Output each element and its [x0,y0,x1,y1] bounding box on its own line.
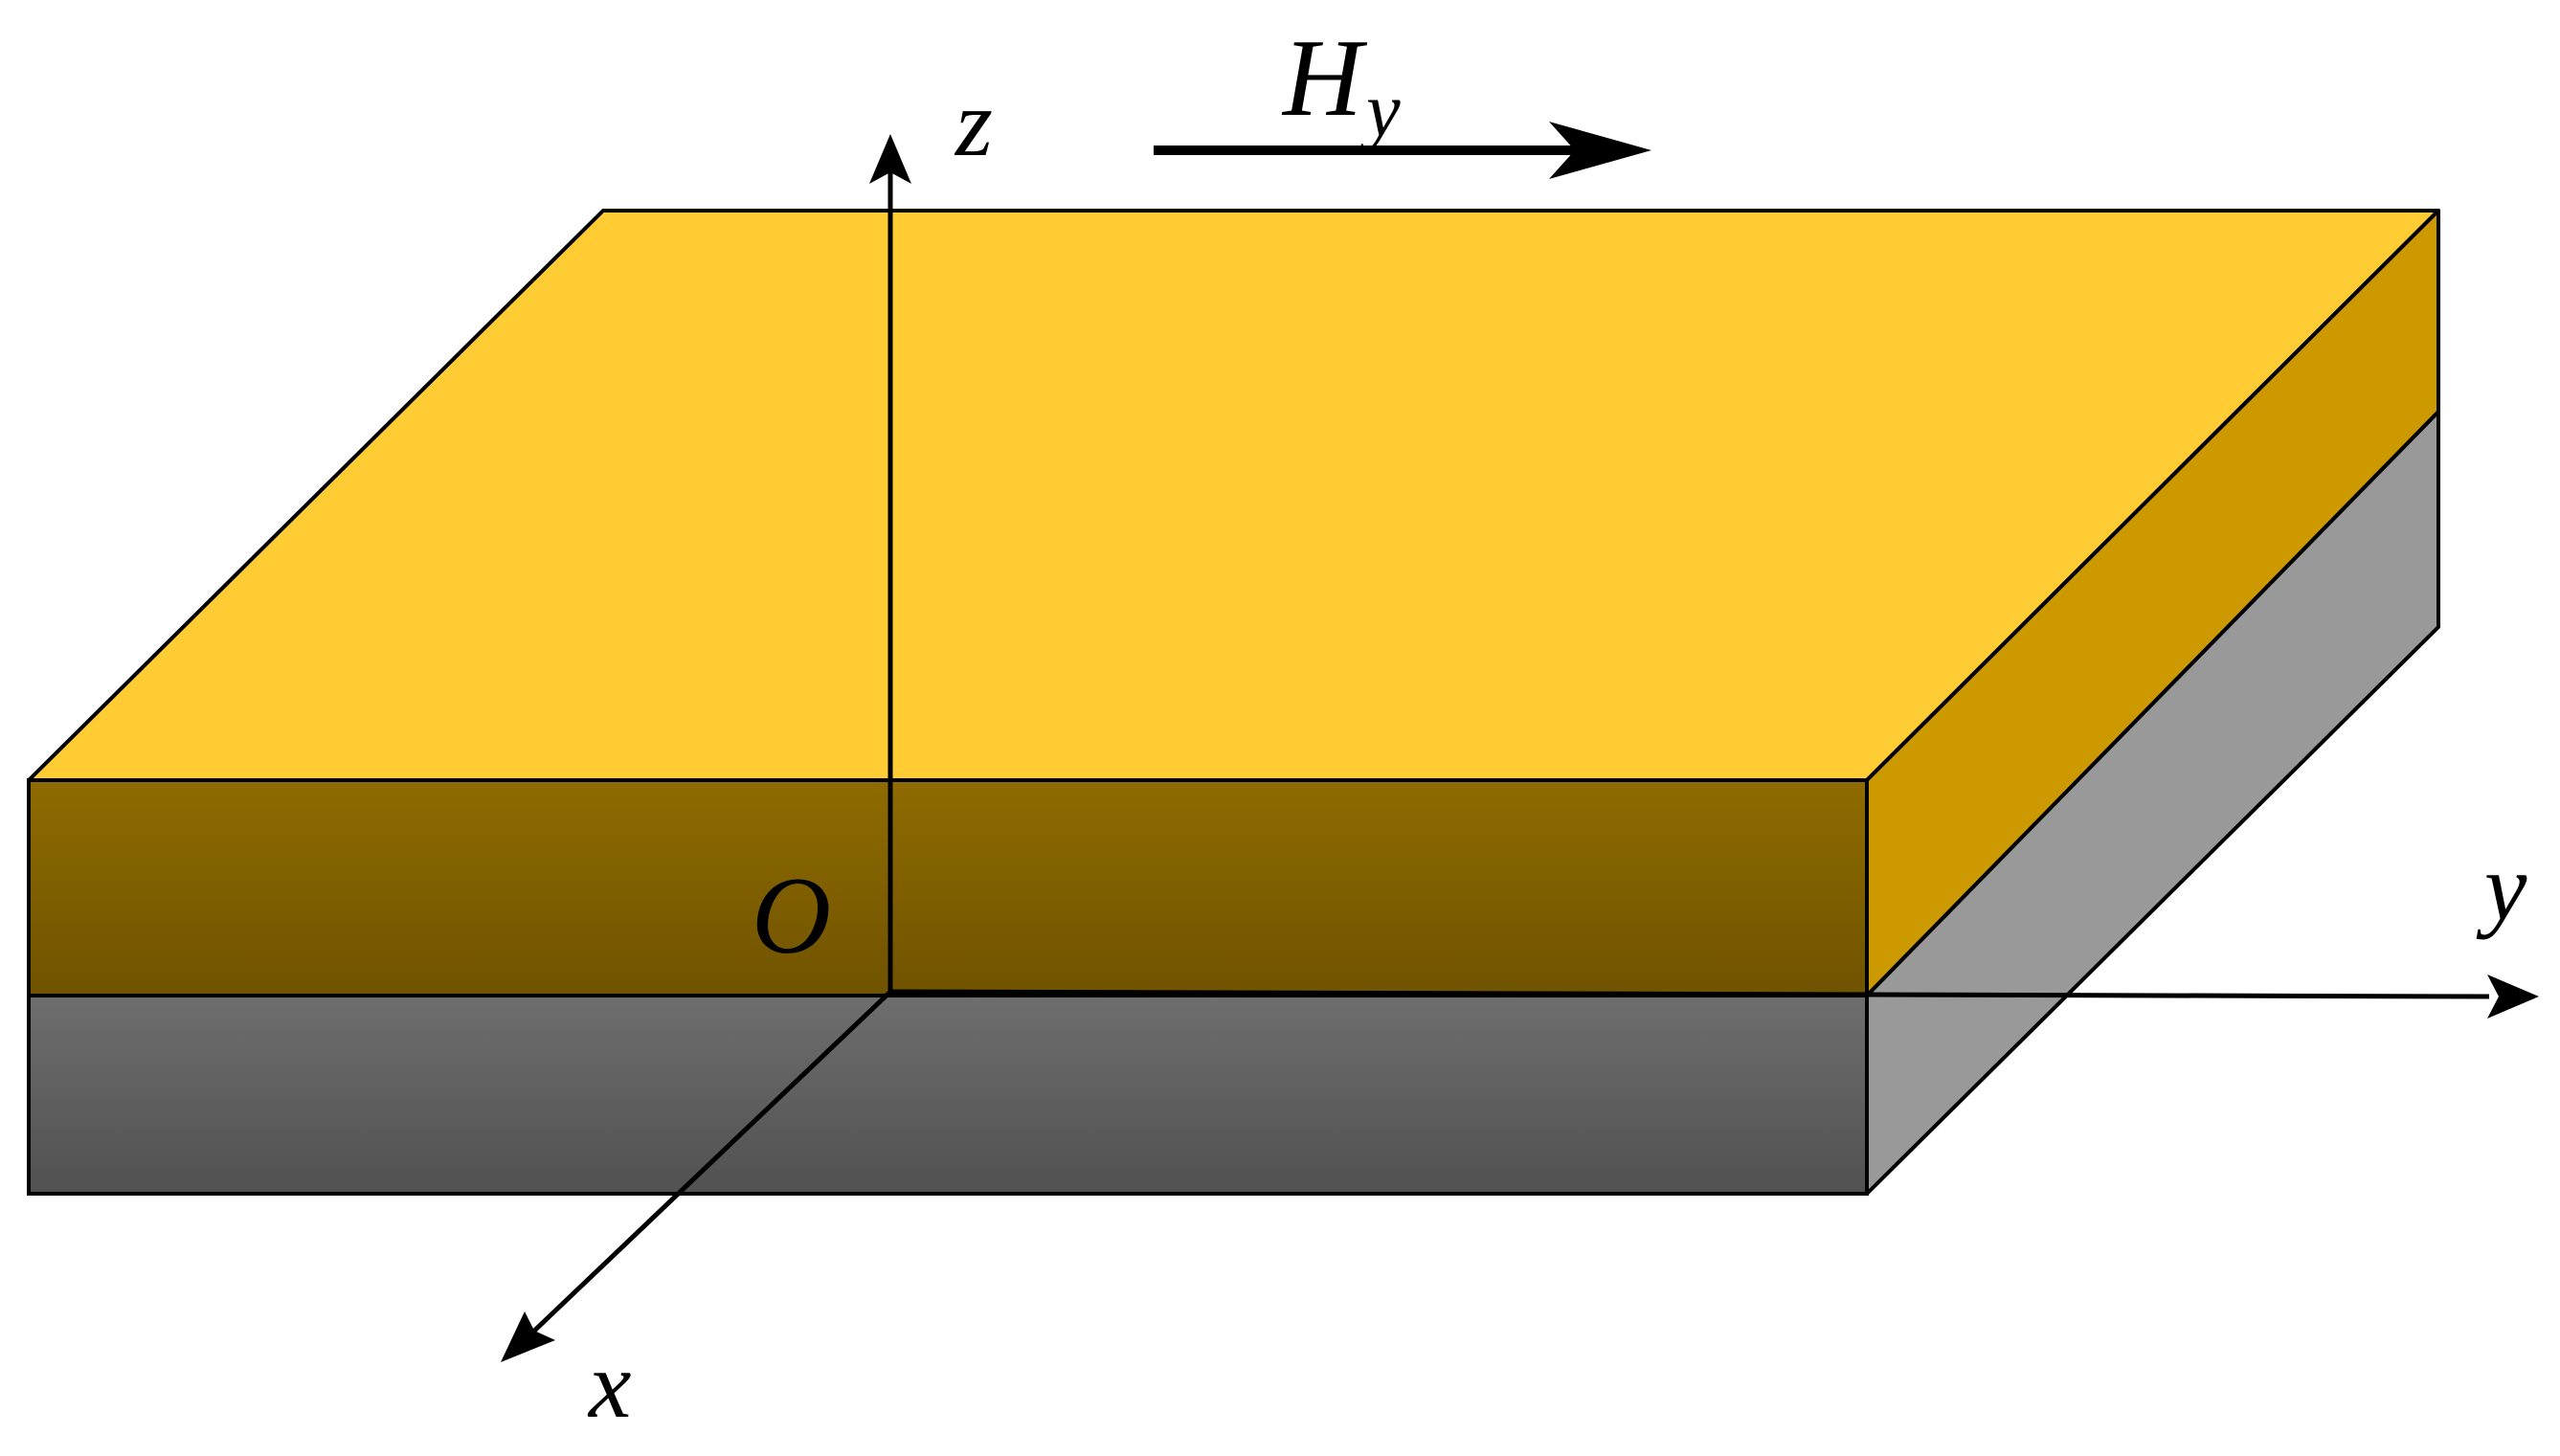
y-axis-label: y [2476,834,2527,940]
z-axis-label: z [954,70,993,176]
top-layer [27,209,2440,997]
x-axis-arrowhead [501,1311,555,1362]
x-axis [528,990,892,1337]
field-label-main: H [1281,17,1368,139]
bottom-layer-front-face [27,994,1869,1196]
bottom-layer [27,410,2440,1196]
top-layer-front-face [27,778,1869,997]
field-label-subscript: y [1359,69,1401,153]
coordinate-axes [501,134,2539,1362]
field-arrow-head [1549,122,1651,179]
origin-label: O [752,855,831,976]
x-axis-label: x [587,1332,631,1438]
field-arrow [1154,122,1651,179]
z-axis-arrowhead [869,134,911,184]
y-axis-arrowhead [2487,974,2539,1019]
field-label: Hy [1281,17,1401,153]
y-axis [889,989,2490,999]
